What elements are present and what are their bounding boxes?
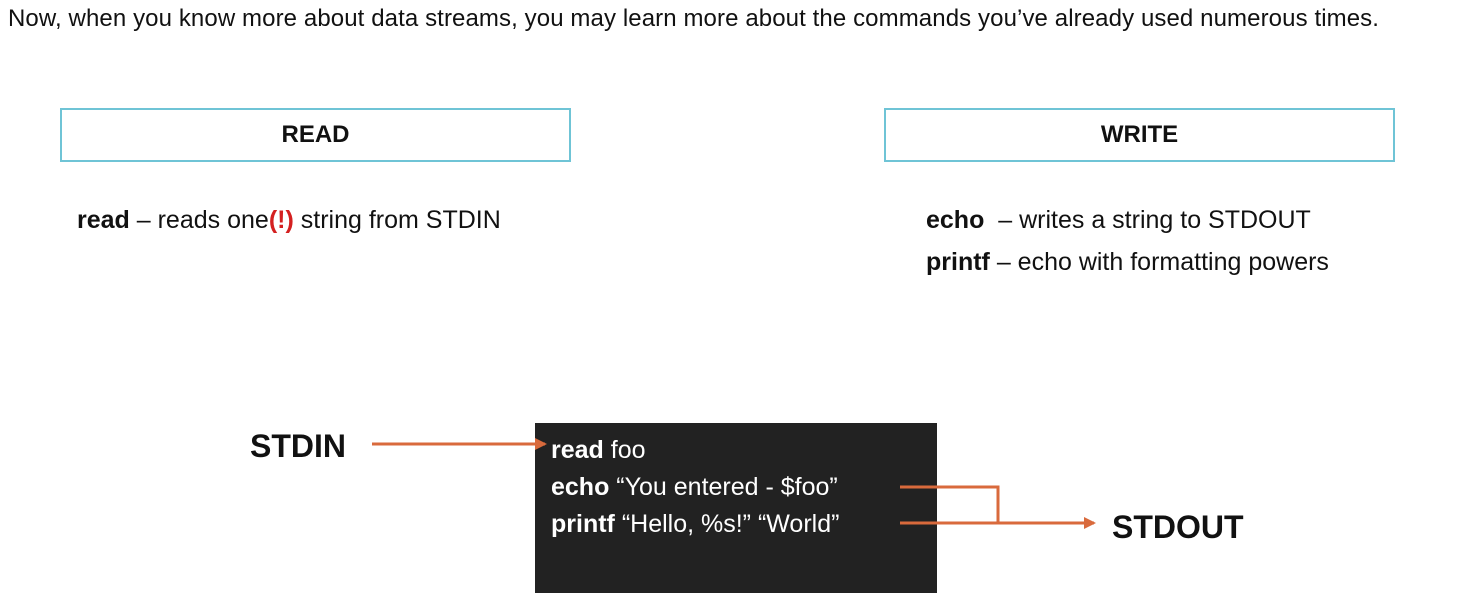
read-command-name: read bbox=[77, 206, 130, 234]
printf-description: printf – echo with formatting powers bbox=[926, 241, 1329, 283]
stdin-label: STDIN bbox=[250, 428, 346, 464]
echo-description: echo – writes a string to STDOUT bbox=[926, 199, 1329, 241]
terminal-command: read bbox=[551, 436, 604, 464]
terminal-args: “You entered - $foo” bbox=[609, 473, 838, 501]
stdout-label: STDOUT bbox=[1112, 509, 1244, 545]
write-section-title: WRITE bbox=[1100, 121, 1179, 148]
terminal-command: echo bbox=[551, 473, 610, 501]
terminal-line-echo: echo “You entered - $foo” bbox=[551, 472, 838, 502]
read-section-header: READ bbox=[60, 108, 571, 162]
read-desc-text-after: string from STDIN bbox=[293, 206, 501, 234]
terminal-args: “Hello, %s!” “World” bbox=[614, 510, 840, 538]
terminal-command: printf bbox=[551, 510, 615, 538]
echo-command-name: echo bbox=[926, 206, 985, 234]
read-desc-text-before: – reads one bbox=[129, 206, 269, 234]
printf-desc-text: – echo with formatting powers bbox=[989, 248, 1329, 276]
write-section-header: WRITE bbox=[884, 108, 1395, 162]
intro-paragraph: Now, when you know more about data strea… bbox=[8, 5, 1380, 32]
read-command-description: read – reads one(!) string from STDIN bbox=[77, 199, 501, 241]
terminal-box: read foo echo “You entered - $foo” print… bbox=[535, 423, 937, 593]
read-desc-highlight: (!) bbox=[268, 206, 294, 234]
terminal-line-read: read foo bbox=[551, 435, 646, 465]
terminal-args: foo bbox=[603, 436, 646, 464]
echo-desc-text: – writes a string to STDOUT bbox=[984, 206, 1311, 234]
terminal-line-printf: printf “Hello, %s!” “World” bbox=[551, 509, 839, 539]
read-section-title: READ bbox=[281, 121, 350, 148]
write-command-descriptions: echo – writes a string to STDOUT printf … bbox=[926, 199, 1329, 283]
printf-command-name: printf bbox=[926, 248, 990, 276]
